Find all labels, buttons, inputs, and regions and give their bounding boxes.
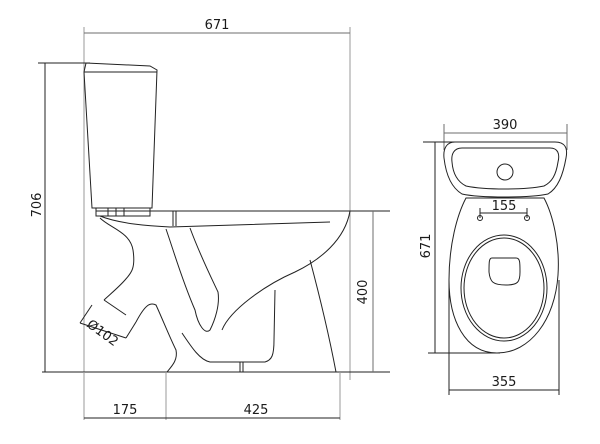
- side-view: 671 706: [30, 18, 390, 420]
- label-outlet-to-front: 425: [244, 403, 269, 418]
- top-view: 390 671 155: [419, 118, 568, 395]
- bowl-opening: [488, 257, 521, 286]
- label-tank-width: 390: [493, 118, 518, 133]
- label-outlet-diameter: Ø102: [84, 317, 121, 350]
- dim-seat-hole-spacing: 155: [477, 199, 530, 221]
- label-seat-height: 400: [356, 280, 371, 305]
- dim-bowl-width: 355: [448, 280, 560, 395]
- flush-button: [496, 163, 514, 181]
- dim-seat-height: 400: [350, 210, 390, 372]
- bowl-top: [448, 197, 559, 354]
- label-bowl-width: 355: [492, 375, 517, 390]
- label-outlet-to-wall: 175: [113, 403, 138, 418]
- dim-outlet-positions: 175 425: [83, 372, 341, 420]
- label-overall-depth: 671: [205, 18, 230, 33]
- label-seat-hole-spacing: 155: [492, 199, 517, 214]
- dim-overall-height: 706: [30, 62, 390, 373]
- bowl-outline: [79, 210, 351, 373]
- tank-top: [443, 141, 568, 198]
- dim-overall-depth: 671: [83, 18, 351, 380]
- dim-overall-length: 671: [419, 141, 500, 354]
- label-overall-height: 706: [30, 193, 45, 218]
- tank-outline: [83, 62, 158, 217]
- label-overall-length: 671: [419, 234, 434, 259]
- dim-tank-width: 390: [443, 118, 568, 150]
